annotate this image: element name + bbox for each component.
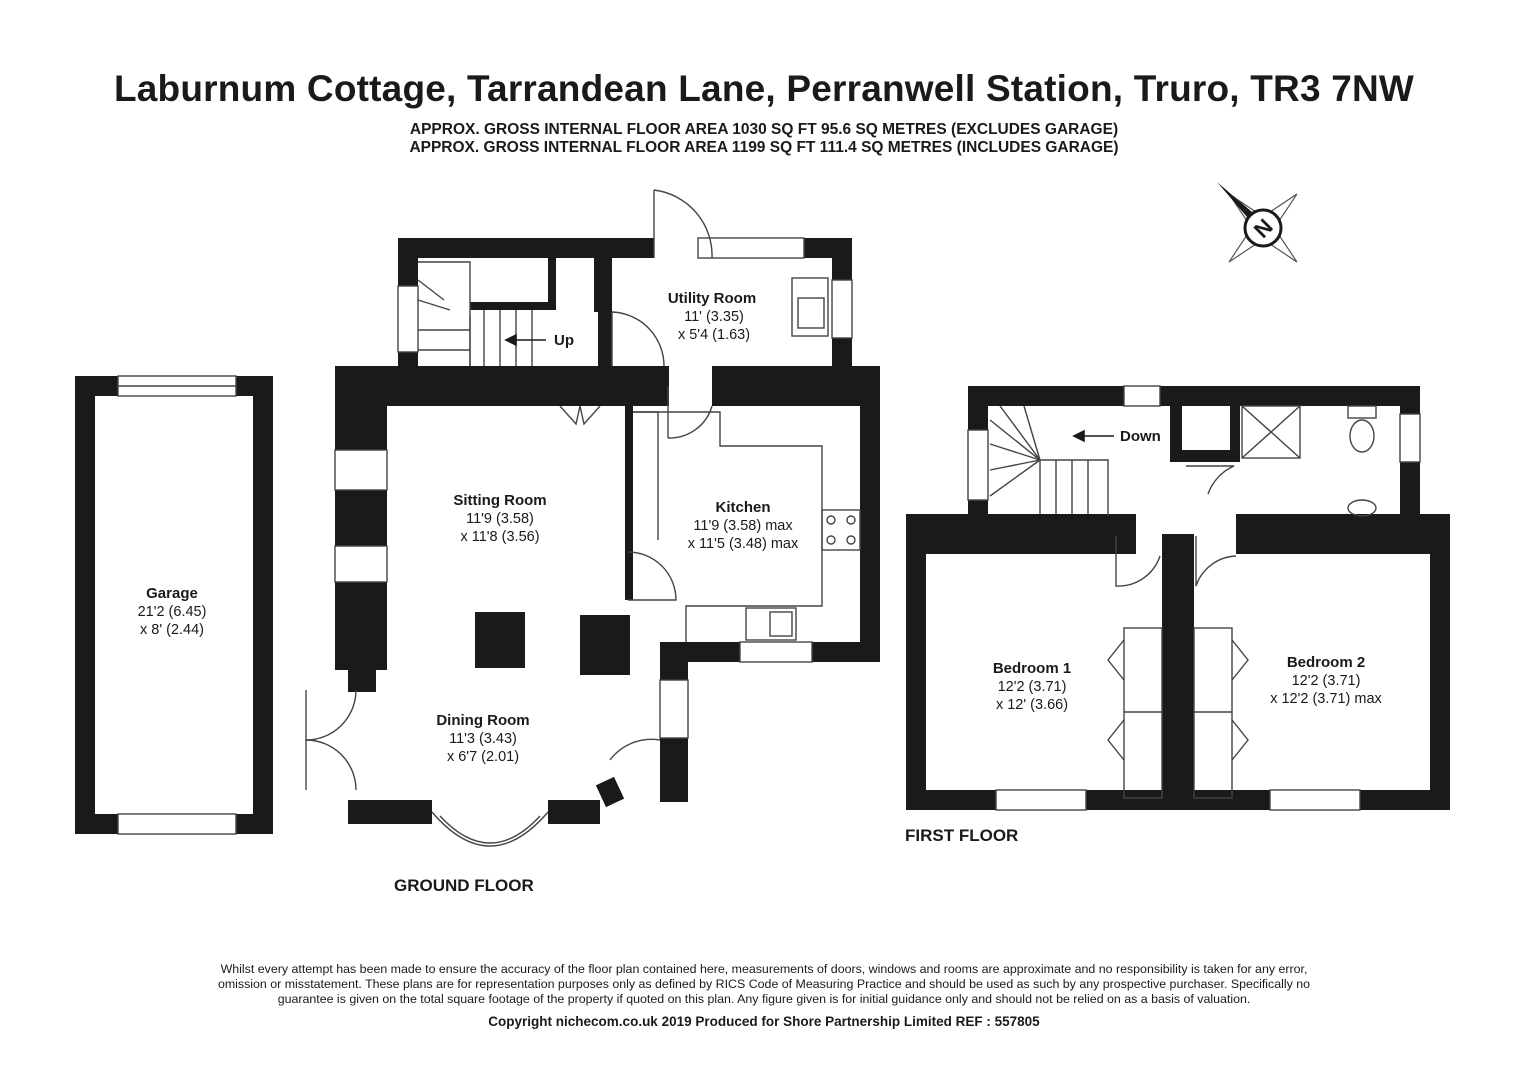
room-dimension: 12'2 (3.71) bbox=[998, 679, 1067, 695]
room-dimension: 12'2 (3.71) bbox=[1292, 673, 1361, 689]
room-dimension: 11'9 (3.58) bbox=[466, 511, 534, 527]
room-utility: Utility Room 11' (3.35) x 5'4 (1.63) bbox=[668, 290, 756, 343]
area-includes-garage: APPROX. GROSS INTERNAL FLOOR AREA 1199 S… bbox=[409, 139, 1119, 156]
room-name: Sitting Room bbox=[453, 492, 546, 509]
compass-north-icon: N bbox=[1217, 182, 1298, 263]
room-dimension: x 5'4 (1.63) bbox=[678, 327, 750, 343]
room-sitting: Sitting Room 11'9 (3.58) x 11'8 (3.56) bbox=[453, 492, 546, 545]
room-dimension: x 6'7 (2.01) bbox=[447, 749, 519, 765]
room-name: Bedroom 2 bbox=[1287, 654, 1365, 671]
area-excludes-garage: APPROX. GROSS INTERNAL FLOOR AREA 1030 S… bbox=[409, 121, 1119, 138]
room-name: Utility Room bbox=[668, 290, 756, 307]
room-dimension: x 12'2 (3.71) max bbox=[1270, 691, 1382, 707]
room-dimension: x 11'5 (3.48) max bbox=[688, 536, 799, 552]
room-dimension: x 8' (2.44) bbox=[140, 622, 204, 638]
plan-title: Laburnum Cottage, Tarrandean Lane, Perra… bbox=[113, 68, 1415, 109]
room-dimension: x 12' (3.66) bbox=[996, 697, 1068, 713]
stair-down-label: Down bbox=[1120, 428, 1161, 445]
room-dimension: x 11'8 (3.56) bbox=[460, 529, 539, 545]
room-dining: Dining Room 11'3 (3.43) x 6'7 (2.01) bbox=[436, 712, 529, 765]
stair-up-arrow bbox=[504, 333, 546, 347]
room-name: Garage bbox=[146, 585, 198, 602]
copyright: Copyright nichecom.co.uk 2019 Produced f… bbox=[488, 1014, 1040, 1029]
room-garage: Garage 21'2 (6.45) x 8' (2.44) bbox=[138, 585, 207, 638]
disclaimer: Whilst every attempt has been made to en… bbox=[217, 962, 1311, 1006]
room-name: Dining Room bbox=[436, 712, 529, 729]
room-dimension: 21'2 (6.45) bbox=[138, 604, 207, 620]
room-bedroom-2: Bedroom 2 12'2 (3.71) x 12'2 (3.71) max bbox=[1270, 654, 1382, 707]
room-dimension: 11'3 (3.43) bbox=[449, 731, 517, 747]
room-kitchen: Kitchen 11'9 (3.58) max x 11'5 (3.48) ma… bbox=[688, 499, 799, 552]
room-name: Kitchen bbox=[715, 499, 770, 516]
stair-down-arrow bbox=[1072, 429, 1114, 443]
room-name: Bedroom 1 bbox=[993, 660, 1071, 677]
fixtures-and-doors bbox=[117, 189, 1421, 847]
ground-floor-label: GROUND FLOOR bbox=[394, 876, 534, 895]
room-dimension: 11'9 (3.58) max bbox=[693, 518, 793, 534]
room-bedroom-1: Bedroom 1 12'2 (3.71) x 12' (3.66) bbox=[993, 660, 1071, 713]
first-floor-label: FIRST FLOOR bbox=[905, 826, 1019, 845]
stair-up-label: Up bbox=[554, 332, 574, 349]
room-dimension: 11' (3.35) bbox=[684, 309, 744, 325]
